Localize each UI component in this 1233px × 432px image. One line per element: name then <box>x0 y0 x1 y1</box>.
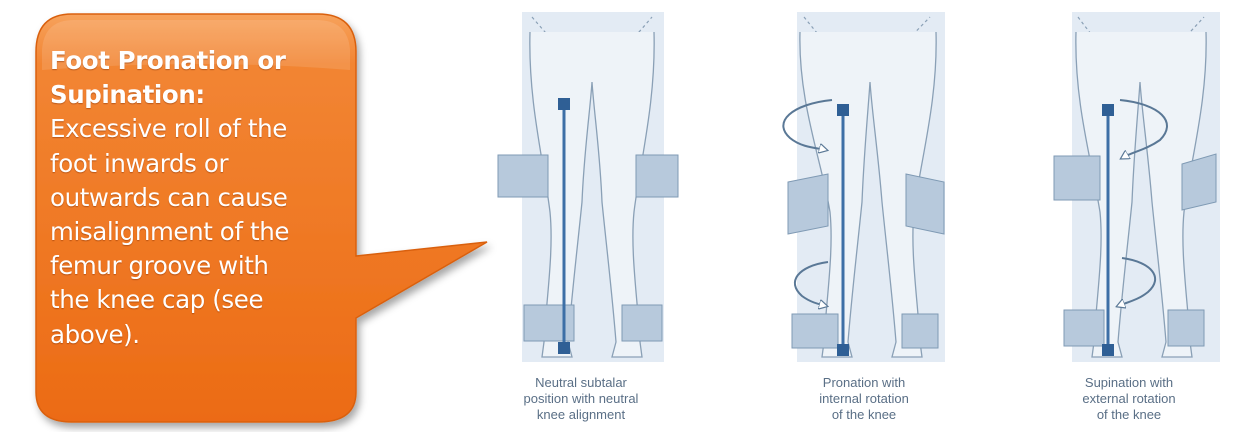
callout-body-line: outwards can cause <box>50 181 340 215</box>
callout-body-line: misalignment of the <box>50 215 340 249</box>
caption-line: Supination with <box>1029 375 1229 391</box>
caption-line: external rotation <box>1029 391 1229 407</box>
panel-neutral <box>498 12 678 362</box>
caption-line: of the knee <box>1029 407 1229 423</box>
callout-body-line: the knee cap (see <box>50 283 340 317</box>
callout-text: Foot Pronation or Supination: Excessive … <box>50 44 340 352</box>
caption-supination: Supination with external rotation of the… <box>1029 375 1229 423</box>
callout-body-line: Excessive roll of the <box>50 112 340 146</box>
callout-title-line1: Foot Pronation or <box>50 44 340 78</box>
caption-neutral: Neutral subtalar position with neutral k… <box>481 375 681 423</box>
panel-pronation <box>783 12 945 362</box>
caption-line: internal rotation <box>764 391 964 407</box>
callout-body-line: femur groove with <box>50 249 340 283</box>
callout-body-line: above). <box>50 318 340 352</box>
panel-supination <box>1054 12 1220 362</box>
caption-line: knee alignment <box>481 407 681 423</box>
caption-line: position with neutral <box>481 391 681 407</box>
caption-line: of the knee <box>764 407 964 423</box>
leg-alignment-illustration <box>492 12 1233 432</box>
caption-pronation: Pronation with internal rotation of the … <box>764 375 964 423</box>
caption-line: Neutral subtalar <box>481 375 681 391</box>
caption-line: Pronation with <box>764 375 964 391</box>
callout-body-line: foot inwards or <box>50 147 340 181</box>
callout-title-line2: Supination: <box>50 78 340 112</box>
